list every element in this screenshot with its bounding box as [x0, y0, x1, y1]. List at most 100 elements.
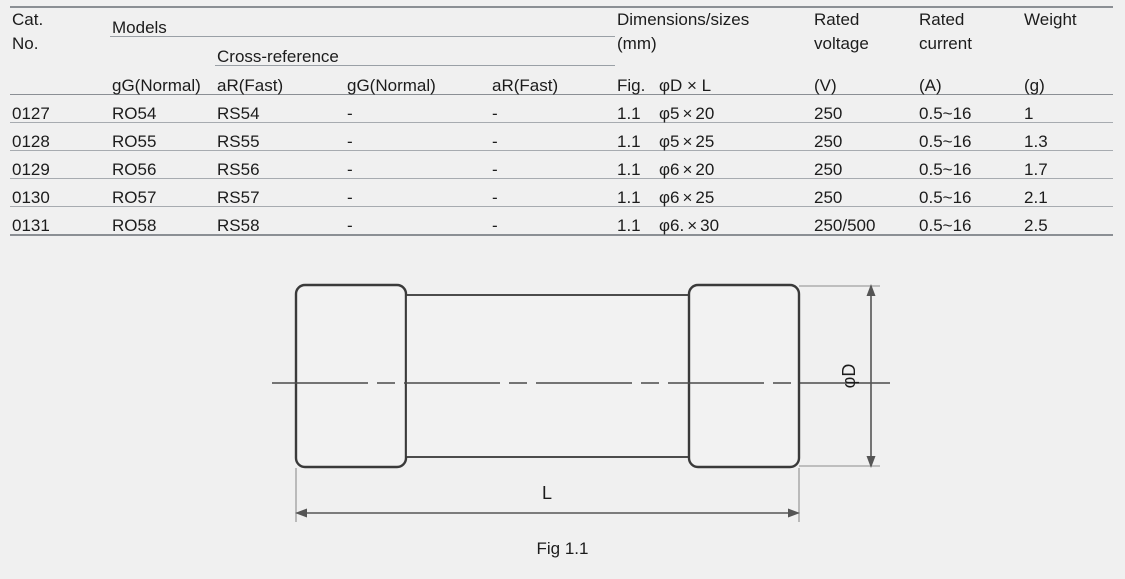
header-dimensions-line2: (mm) — [617, 34, 657, 53]
cell-cross-ar: - — [490, 178, 615, 207]
cell-models-gg: RO55 — [110, 122, 215, 151]
cell-rated-voltage: 250 — [812, 150, 918, 179]
dimension-value: φ6×20 — [657, 161, 812, 178]
header-rated-current-line1: Rated — [919, 10, 965, 29]
header-rated-current-line2: current — [919, 34, 972, 53]
dimension-length: 25 — [695, 188, 715, 207]
cell-weight: 2.5 — [1022, 206, 1114, 236]
dimension-length: 20 — [695, 160, 715, 179]
cell-fig: 1.1 — [615, 178, 657, 207]
cell-weight-value: 1.7 — [1024, 160, 1048, 179]
dimension-times-symbol: × — [682, 132, 693, 151]
header-cross-ar-label: aR(Fast) — [492, 76, 559, 95]
cell-rated-voltage-value: 250 — [814, 132, 843, 151]
header-models-group: Models — [110, 6, 615, 37]
cell-rated-voltage: 250 — [812, 178, 918, 207]
cell-dimension: φ6×25 — [657, 178, 813, 207]
header-weight-unit: (g) — [1022, 65, 1114, 95]
cell-fig-value: 1.1 — [617, 160, 641, 179]
header-cross-reference-label: Cross-reference — [217, 47, 339, 66]
cell-cross-gg: - — [345, 94, 490, 123]
fuse-dimension-figure: L φD Fig 1.1 — [0, 262, 1125, 579]
cell-cat-no: 0130 — [10, 178, 110, 207]
cell-rated-current-value: 0.5~16 — [919, 216, 972, 235]
cell-models-ar-value: RS55 — [217, 132, 260, 151]
cell-models-ar: RS57 — [215, 178, 345, 207]
cell-weight: 1 — [1022, 94, 1114, 123]
cell-cat-no-value: 0127 — [12, 104, 50, 123]
cell-cat-no: 0127 — [10, 94, 110, 123]
cell-rated-voltage-value: 250 — [814, 104, 843, 123]
header-rated-current-unit: (A) — [917, 65, 1023, 95]
cell-models-ar-value: RS58 — [217, 216, 260, 235]
header-weight-line1: Weight — [1024, 10, 1077, 29]
cell-cross-gg-value: - — [347, 188, 353, 207]
cell-models-gg: RO57 — [110, 178, 215, 207]
cell-models-ar-value: RS57 — [217, 188, 260, 207]
header-rated-voltage: Rated voltage — [812, 6, 918, 66]
cell-dimension: φ5×25 — [657, 122, 813, 151]
cell-cross-ar: - — [490, 122, 615, 151]
header-weight: Weight — [1022, 6, 1114, 66]
fuse-right-cap — [687, 283, 801, 469]
cell-cross-ar-value: - — [492, 216, 498, 235]
cell-cat-no-value: 0128 — [12, 132, 50, 151]
cell-fig-value: 1.1 — [617, 104, 641, 123]
dimension-value: φ6×25 — [657, 189, 812, 206]
cell-models-ar: RS58 — [215, 206, 345, 236]
cell-cross-gg: - — [345, 206, 490, 236]
cell-fig: 1.1 — [615, 122, 657, 151]
cell-cross-gg-value: - — [347, 160, 353, 179]
cell-rated-current: 0.5~16 — [917, 150, 1023, 179]
cell-rated-current-value: 0.5~16 — [919, 160, 972, 179]
specification-table: Cat. No. Models Dimensions/sizes (mm) Ra… — [10, 6, 1114, 236]
cell-models-gg: RO54 — [110, 94, 215, 123]
fuse-outline-drawing: L φD — [272, 283, 890, 522]
dimension-times-symbol: × — [682, 188, 693, 207]
cell-models-ar-value: RS56 — [217, 160, 260, 179]
cell-weight: 1.7 — [1022, 150, 1114, 179]
header-weight-unit-label: (g) — [1024, 76, 1045, 95]
cell-models-gg-value: RO55 — [112, 132, 157, 151]
dimension-diameter: φ6 — [659, 188, 680, 207]
cell-cross-ar: - — [490, 206, 615, 236]
cell-models-ar: RS55 — [215, 122, 345, 151]
cell-weight-value: 2.1 — [1024, 188, 1048, 207]
cell-models-gg: RO56 — [110, 150, 215, 179]
fuse-left-cap — [294, 283, 408, 469]
cell-cross-gg-value: - — [347, 132, 353, 151]
cell-cross-gg: - — [345, 122, 490, 151]
cell-cross-ar: - — [490, 150, 615, 179]
cell-rated-voltage: 250 — [812, 94, 918, 123]
header-cat-no-line2: No. — [12, 34, 39, 53]
length-dimension-arrow — [295, 508, 800, 518]
cell-cat-no: 0131 — [10, 206, 110, 236]
cell-rated-voltage: 250/500 — [812, 206, 918, 236]
dimension-value: φ5×25 — [657, 133, 812, 150]
header-models-gg-label: gG(Normal) — [112, 76, 201, 95]
cell-cross-ar-value: - — [492, 188, 498, 207]
cell-fig: 1.1 — [615, 206, 657, 236]
figure-caption: Fig 1.1 — [536, 539, 589, 558]
specification-table-container: Cat. No. Models Dimensions/sizes (mm) Ra… — [10, 6, 1114, 236]
header-fig-label: Fig. — [617, 76, 646, 95]
cell-cross-gg: - — [345, 150, 490, 179]
cell-cross-ar: - — [490, 94, 615, 123]
header-models-gg: gG(Normal) — [110, 65, 215, 95]
dimension-diameter: φ6 — [659, 160, 680, 179]
cell-dimension: φ6×20 — [657, 150, 813, 179]
cell-cross-ar-value: - — [492, 160, 498, 179]
cell-models-gg-value: RO56 — [112, 160, 157, 179]
cell-models-ar: RS56 — [215, 150, 345, 179]
cell-models-ar: RS54 — [215, 94, 345, 123]
header-dim-spec-label: φD × L — [659, 76, 712, 95]
header-dim-spec: φD × L — [657, 65, 813, 95]
header-rated-voltage-line1: Rated — [814, 10, 860, 29]
cell-cross-gg-value: - — [347, 216, 353, 235]
header-cross-gg-label: gG(Normal) — [347, 76, 436, 95]
cell-models-gg-value: RO58 — [112, 216, 157, 235]
cell-weight: 2.1 — [1022, 178, 1114, 207]
table-header-row-1: Cat. No. Models Dimensions/sizes (mm) Ra… — [10, 6, 1114, 66]
cell-fig: 1.1 — [615, 94, 657, 123]
